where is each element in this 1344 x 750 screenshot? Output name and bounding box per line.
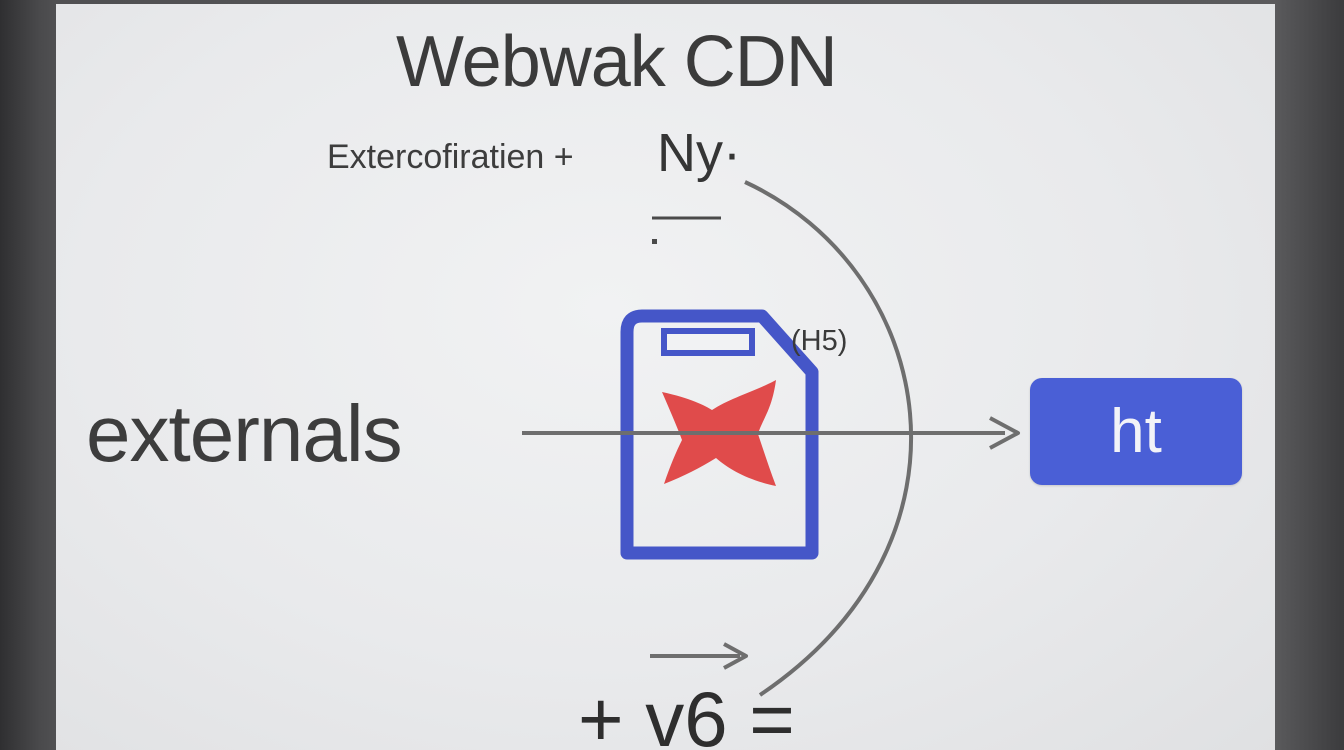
main-arrow	[522, 416, 1020, 450]
slide-title: Webwak CDN	[396, 22, 838, 102]
short-rule-dot	[652, 239, 657, 244]
projected-slide	[56, 4, 1275, 750]
small-arrow	[650, 642, 748, 670]
bottom-formula: + v6 =	[578, 675, 795, 750]
curved-connector-arc	[744, 180, 914, 697]
file-box-icon	[620, 309, 819, 560]
target-box: ht	[1030, 378, 1242, 485]
target-label: ht	[1110, 397, 1162, 466]
slide-subtitle-small: Extercofiratien +	[327, 138, 574, 176]
source-label: externals	[86, 389, 403, 478]
icon-caption: (H5)	[791, 325, 848, 357]
slide-subtitle-large: Ny·	[657, 123, 741, 183]
